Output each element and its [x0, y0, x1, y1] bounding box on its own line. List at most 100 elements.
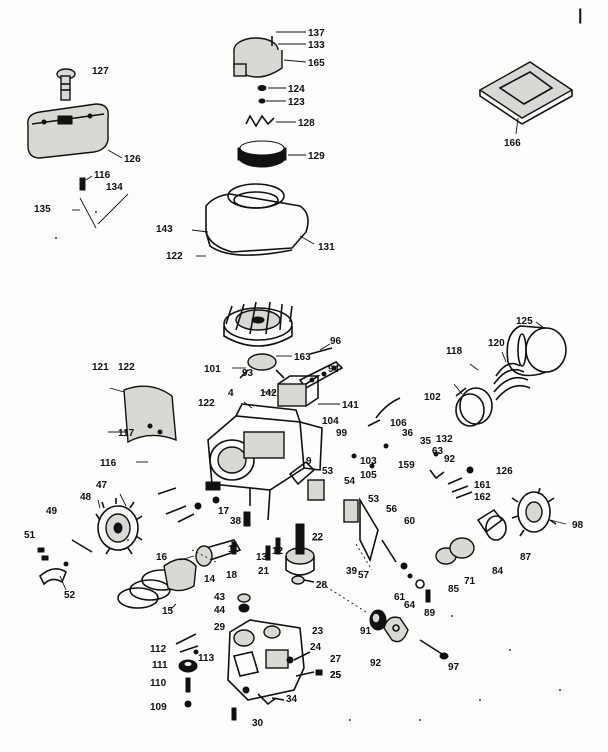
part-number-label: 57	[358, 570, 370, 581]
part-number-label: 131	[318, 242, 335, 253]
part-number-label: 94	[328, 364, 340, 375]
part-number-label: 102	[424, 392, 441, 403]
part-number-label: 122	[198, 398, 215, 409]
part-number-label: 137	[308, 28, 325, 39]
part-number-label: 89	[424, 608, 436, 619]
part-number-label: 53	[368, 494, 380, 505]
part-number-label: 159	[398, 460, 415, 471]
governor-parts-drawing	[400, 508, 507, 603]
fuel-line-97-drawing	[419, 639, 449, 660]
part-number-label: 134	[106, 182, 123, 193]
part-number-label: 14	[204, 574, 216, 585]
part-number-label: 123	[288, 97, 305, 108]
part-number-label: 106	[390, 418, 407, 429]
part-number-label: 104	[322, 416, 339, 427]
part-number-label: 21	[258, 566, 270, 577]
part-number-label: 126	[124, 154, 141, 165]
part-number-label: 93	[242, 368, 254, 379]
part-number-label: 113	[198, 653, 215, 664]
cap-assembly-165-drawing	[233, 31, 307, 78]
part-number-label: 51	[24, 530, 36, 541]
gasket-43-44-drawing	[237, 593, 251, 613]
screw-34-drawing	[271, 697, 285, 701]
spring-120-drawing	[493, 351, 531, 401]
part-number-label: 53	[322, 466, 334, 477]
part-number-label: 12	[272, 546, 284, 557]
part-number-label: 117	[118, 428, 135, 439]
part-number-label: 161	[474, 480, 491, 491]
starter-cup-163-drawing	[232, 353, 292, 379]
part-number-label: 43	[214, 592, 226, 603]
part-number-label: 18	[226, 570, 238, 581]
part-number-label: 24	[310, 642, 322, 653]
part-number-label: 132	[436, 434, 453, 445]
breather-parts-drawing	[37, 539, 93, 591]
fuel-fitting-91-drawing	[369, 609, 387, 631]
part-number-label: 22	[312, 532, 324, 543]
part-number-label: 109	[150, 702, 167, 713]
screw-28-drawing	[291, 575, 315, 585]
part-number-label: 25	[330, 670, 342, 681]
cam-gear-98-drawing	[511, 487, 567, 537]
washers-124-123-drawing	[257, 85, 286, 104]
ignition-coil-drawing	[262, 374, 340, 407]
part-number-label: 112	[150, 644, 167, 655]
part-number-label: 143	[156, 224, 173, 235]
valve-parts-drawing	[351, 397, 474, 499]
part-number-label: 128	[298, 118, 315, 129]
screw-30-drawing	[231, 707, 237, 721]
part-number-label: 125	[516, 316, 533, 327]
gear-47-drawing	[95, 493, 143, 555]
part-number-label: 97	[448, 662, 460, 673]
part-number-label: 87	[520, 552, 532, 563]
fuel-fitting-92-drawing	[383, 616, 409, 643]
part-number-label: 34	[286, 694, 298, 705]
part-number-label: 133	[308, 40, 325, 51]
part-number-label: 124	[288, 84, 305, 95]
part-number-label: 17	[218, 506, 230, 517]
part-number-label: 116	[94, 170, 111, 181]
part-number-label: 105	[360, 470, 377, 481]
part-number-label: 71	[464, 576, 476, 587]
small-parts-cluster-drawing	[157, 460, 397, 563]
float-111-drawing	[178, 659, 198, 673]
part-number-label: 44	[214, 605, 226, 616]
part-number-label: 60	[404, 516, 416, 527]
part-number-label: 30	[252, 718, 264, 729]
bearing-90-drawing	[453, 363, 493, 427]
part-number-label: 166	[504, 138, 521, 149]
part-number-label: 27	[330, 654, 342, 665]
part-number-label: 64	[404, 600, 416, 611]
part-number-label: 142	[260, 388, 277, 399]
screw-116-drawing	[72, 175, 129, 229]
part-number-label: 101	[204, 364, 221, 375]
part-number-label: 47	[96, 480, 108, 491]
part-number-label: 56	[386, 504, 398, 515]
part-number-label: 118	[446, 346, 463, 357]
shield-117-drawing	[108, 385, 177, 463]
part-number-label: 23	[312, 626, 324, 637]
part-number-label: 111	[152, 660, 168, 671]
part-number-label: 52	[64, 590, 76, 601]
part-number-label: 129	[308, 151, 325, 162]
muffler-126-drawing	[27, 103, 123, 159]
part-number-label: 116	[100, 458, 117, 469]
part-number-label: 162	[474, 492, 491, 503]
part-number-label: 15	[162, 606, 174, 617]
part-number-label: 163	[294, 352, 311, 363]
part-number-label: 92	[444, 454, 456, 465]
part-number-label: 54	[344, 476, 356, 487]
part-number-label: 9	[306, 456, 312, 467]
part-number-label: 61	[394, 592, 406, 603]
leader-lines	[191, 543, 373, 613]
part-number-label: 141	[342, 400, 359, 411]
crankshaft-22-drawing	[285, 523, 322, 576]
part-number-label: 99	[336, 428, 348, 439]
part-number-label: 16	[156, 552, 168, 563]
part-number-label: 25	[330, 670, 342, 681]
part-number-label: 122	[166, 251, 183, 262]
part-number-label: 38	[230, 516, 242, 527]
part-number-label: 4	[228, 388, 234, 399]
